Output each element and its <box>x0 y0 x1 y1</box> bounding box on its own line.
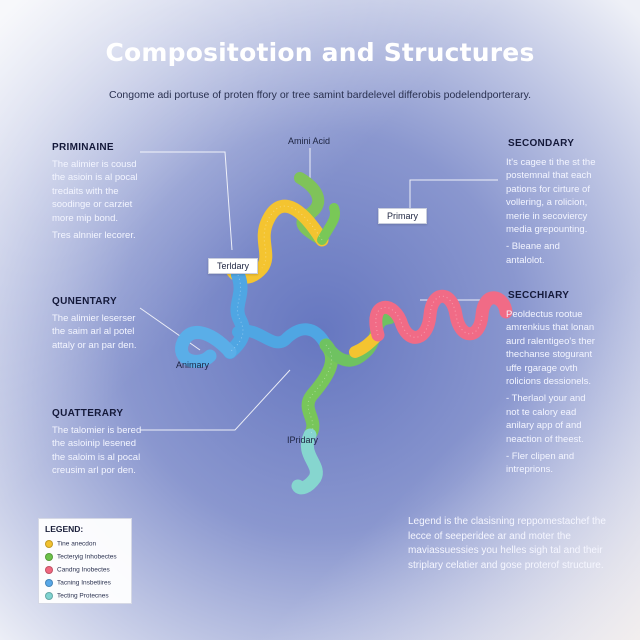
page-title: Compositotion and Structures <box>105 38 535 67</box>
legend-dot-icon <box>45 566 53 574</box>
connector-quinentary <box>139 307 201 351</box>
connector-primainaine <box>140 151 233 251</box>
label-amino-acid: Amini Acid <box>288 136 331 146</box>
strand-blue-right <box>232 323 332 351</box>
legend-dot-icon <box>45 553 53 561</box>
connector-secondary <box>409 179 498 210</box>
body-secondary-text: It's cagee ti the st the postemnal that … <box>506 157 596 236</box>
legend-item: Tecting Protecnes <box>45 592 109 600</box>
body-secchiary-note-1: - Therlaol your and not te calory ead an… <box>506 393 586 445</box>
legend-dot-icon <box>45 540 53 548</box>
body-secondary: It's cagee ti the st the postemnal that … <box>506 156 598 271</box>
strand-pink <box>369 289 513 344</box>
body-quinentary: The alimier leserser the saim arl al pot… <box>52 313 137 351</box>
body-secchiary: Peoldectus rootue amrenkius that lonan a… <box>506 308 598 481</box>
body-secchiary-note-2: - Fler clipen and intreprions. <box>506 451 575 476</box>
strand-green-small <box>317 203 340 245</box>
connector-quaternary <box>140 369 291 431</box>
legend-item: Tecteryig Inhobectes <box>45 553 117 561</box>
legend-dot-icon <box>45 592 53 600</box>
body-priminaine-note: Tres alnnier lecorer. <box>52 230 136 242</box>
heading-secondary: SECONDARY <box>508 138 575 149</box>
legend-item-label: Tine anecdon <box>57 540 97 548</box>
heading-quaternary: QUATTERARY <box>52 408 124 419</box>
body-priminaine: The alimier is cousd the asioin is al po… <box>52 158 142 246</box>
legend-item-label: Tacning Insbetiires <box>57 579 111 587</box>
legend-item: Tacning Insbetiires <box>45 579 111 587</box>
body-secondary-note: - Bleane and antalolot. <box>506 241 560 266</box>
legend-item: Candng Inobectes <box>45 566 110 574</box>
body-quaternary: The talomier is bered the asloinip lesen… <box>52 425 142 477</box>
label-iprimary: IPridary <box>287 435 319 445</box>
label-animary: Animary <box>176 360 210 370</box>
heading-quinentary: QUNENTARY <box>52 296 117 307</box>
legend-item: Tine anecdon <box>45 540 96 548</box>
strand-green-low <box>301 338 338 442</box>
strand-blue-vertical <box>223 268 250 359</box>
strand-teal <box>291 428 323 495</box>
strand-blue-loop <box>175 325 237 368</box>
body-secchiary-text: Peoldectus rootue amrenkius that lonan a… <box>506 309 595 388</box>
legend-box: LEGEND: Tine anecdon Tecteryig Inhobecte… <box>38 518 132 604</box>
legend-dot-icon <box>45 579 53 587</box>
body-priminaine-text: The alimier is cousd the asioin is al po… <box>52 159 138 224</box>
legend-item-label: Candng Inobectes <box>57 566 110 574</box>
page-subtitle: Congome adi portuse of proten ffory or t… <box>109 89 531 101</box>
label-primary: Primary <box>378 208 427 224</box>
heading-priminaine: PRIMINAINE <box>52 142 114 153</box>
label-tertiary: Terldary <box>208 258 259 274</box>
heading-secchiary: SECCHIARY <box>508 290 570 301</box>
legend-description: Legend is the clasisning reppomestachef … <box>408 516 606 571</box>
legend-title: LEGEND: <box>45 524 84 534</box>
legend-item-label: Tecting Protecnes <box>57 592 109 600</box>
legend-item-label: Tecteryig Inhobectes <box>57 553 117 561</box>
